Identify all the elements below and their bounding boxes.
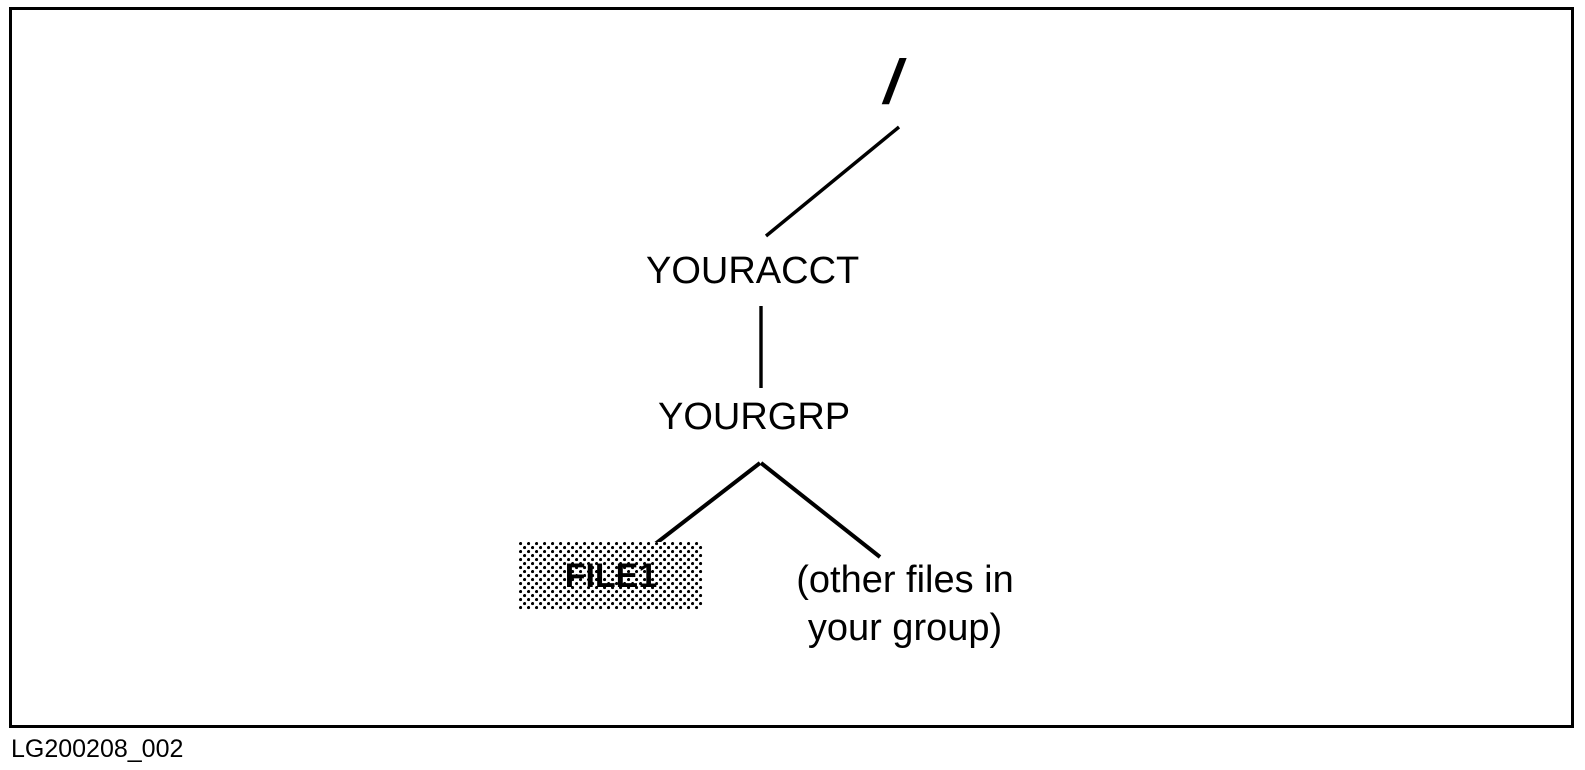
account-directory-node: YOURACCT bbox=[646, 250, 860, 292]
root-directory-node: / bbox=[884, 48, 902, 117]
group-directory-node: YOURGRP bbox=[658, 396, 851, 438]
figure-id-caption: LG200208_002 bbox=[11, 735, 184, 763]
highlighted-file-node: FILE1 bbox=[519, 542, 703, 610]
other-files-line-1: (other files in bbox=[796, 559, 1014, 601]
other-files-annotation: (other files in your group) bbox=[780, 556, 1030, 652]
other-files-line-2: your group) bbox=[807, 607, 1003, 649]
highlighted-file-label: FILE1 bbox=[564, 557, 658, 595]
